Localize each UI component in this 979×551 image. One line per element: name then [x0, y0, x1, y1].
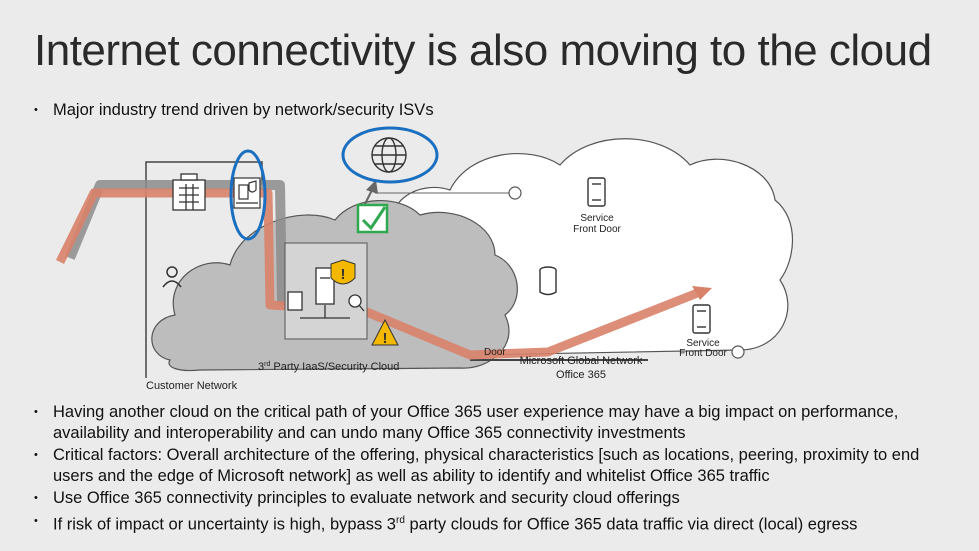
bullet-dot: •: [34, 406, 38, 418]
orange-arrow-head: [692, 286, 712, 300]
grey-arrow-head: [366, 180, 378, 194]
slide-title: Internet connectivity is also moving to …: [34, 26, 932, 75]
checkmark-icon: [356, 203, 389, 234]
last-bullet-before: If risk of impact or uncertainty is high…: [53, 515, 396, 533]
door-label-fragment: Door: [484, 347, 506, 358]
intro-bullet-text: Major industry trend driven by network/s…: [53, 101, 434, 119]
bullet-text: Having another cloud on the critical pat…: [53, 403, 899, 442]
bullet-text: Critical factors: Overall architecture o…: [53, 446, 920, 485]
front-door-icon-2: [692, 304, 711, 334]
third-party-cloud-label-main: 3: [258, 361, 264, 373]
security-stack-icon: [287, 267, 365, 319]
peering-point-2: [731, 345, 745, 359]
microsoft-global-network-label: Microsoft Global Network: [520, 355, 643, 367]
firewall-icon: [233, 177, 261, 209]
bullet-text: Use Office 365 connectivity principles t…: [53, 489, 680, 507]
office365-label: Office 365: [556, 369, 606, 381]
front-door-icon-1: [587, 177, 606, 207]
customer-firewall-highlight: [229, 149, 267, 241]
last-bullet-sup: rd: [395, 514, 405, 526]
list-item: • Use Office 365 connectivity principles…: [34, 488, 964, 509]
service-front-door-1-line2: Front Door: [573, 224, 621, 235]
peering-point-1: [508, 186, 522, 200]
third-party-cloud-label: 3rd Party IaaS/Security Cloud: [258, 361, 399, 373]
last-bullet-after: party clouds for Office 365 data traffic…: [404, 515, 858, 533]
user-icon: [162, 266, 182, 288]
service-front-door-1-line1: Service: [580, 213, 614, 224]
bullet-dot: •: [34, 449, 38, 461]
service-front-door-2-line2: Front Door: [679, 348, 727, 359]
bullet-dot: •: [34, 514, 38, 527]
svg-text:!: !: [341, 266, 346, 283]
internet-highlight: [341, 126, 439, 184]
globe-icon: [371, 137, 407, 173]
svg-text:!: !: [383, 330, 388, 347]
database-icon: [539, 266, 557, 296]
third-party-cloud-label-sup: rd: [264, 361, 270, 368]
bullet-dot: •: [34, 104, 38, 116]
list-item: • Having another cloud on the critical p…: [34, 402, 964, 443]
shield-warning-icon: !: [330, 259, 356, 285]
list-item: • Critical factors: Overall architecture…: [34, 445, 964, 486]
warning-icon: !: [371, 318, 399, 347]
list-item: • If risk of impact or uncertainty is hi…: [34, 511, 964, 535]
building-icon: [172, 173, 206, 211]
bullet-dot: •: [34, 492, 38, 504]
customer-network-label: Customer Network: [146, 380, 238, 392]
third-party-cloud-label-rest: Party IaaS/Security Cloud: [270, 361, 399, 373]
service-front-door-2-line1: Service: [686, 338, 720, 349]
bullet-list: • Having another cloud on the critical p…: [34, 402, 964, 537]
